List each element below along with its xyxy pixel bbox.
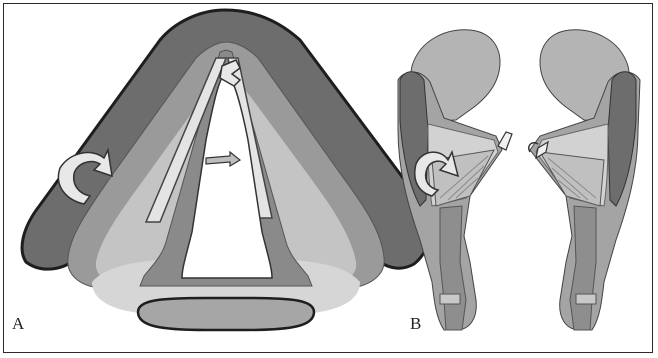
right-coronal-half <box>529 30 640 330</box>
panel-a-diagram <box>22 10 430 330</box>
right-cricoid-segment <box>576 294 596 304</box>
left-cricoid-segment <box>440 294 460 304</box>
cricoid-cartilage <box>138 298 314 330</box>
panel-label-b: B <box>410 314 421 334</box>
panel-label-a: A <box>12 314 24 334</box>
left-coronal-half <box>398 30 512 330</box>
panel-b-diagram <box>398 30 640 330</box>
right-vocal-fold-region <box>540 152 604 206</box>
left-marker <box>498 132 512 150</box>
